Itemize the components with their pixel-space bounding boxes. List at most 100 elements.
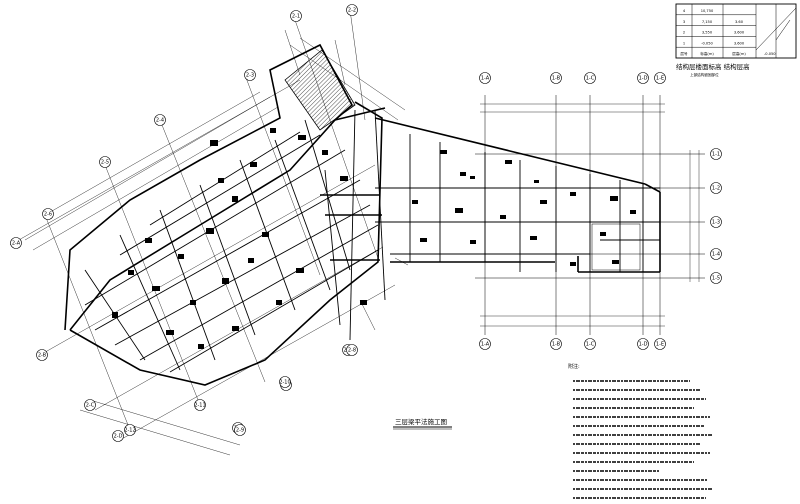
- axis-bubble-circle: [36, 349, 48, 361]
- axis-bubble-circle: [42, 208, 54, 220]
- level-table-cell: 1: [683, 41, 685, 45]
- level-table-cell: 10,750: [701, 9, 714, 13]
- axis-bubble-label: 2-5: [101, 160, 109, 166]
- axis-bubble-circle: [99, 156, 111, 168]
- axis-bubble-circle: [290, 10, 302, 22]
- axis-bubble-circle: [637, 338, 649, 350]
- axis-bubble-1-E: 1-E: [654, 72, 666, 84]
- axis-bubble-1-5: 1-5: [710, 272, 722, 284]
- level-table-cell: -0.050: [701, 41, 713, 45]
- axis-bubble-circle: [194, 399, 206, 411]
- level-table-cell: 标高(m): [700, 51, 714, 56]
- axis-bubble-label: 1-B: [552, 342, 561, 348]
- axis-bubble-2-4: 2-4: [154, 114, 166, 126]
- axis-bubble-2-5: 2-5: [99, 156, 111, 168]
- axis-bubble-circle: [112, 430, 124, 442]
- level-table-cell: 3.60: [735, 20, 744, 24]
- axis-bubble-circle: [124, 424, 136, 436]
- axis-bubble-2-11: 2-11: [194, 399, 206, 411]
- axis-bubble-circle: [710, 182, 722, 194]
- axis-bubble-label: 2-8: [348, 348, 356, 354]
- axis-bubble-1-3: 1-3: [710, 216, 722, 228]
- axis-bubble-label: 2-A: [12, 241, 21, 247]
- axis-bubble-label: 1-5: [712, 276, 720, 282]
- drawing-title-block: 三层梁平法施工图: [393, 417, 452, 430]
- axis-bubble-1-C: 1-C: [584, 338, 596, 350]
- axis-bubble-1-D: 1-D: [637, 338, 649, 350]
- axis-bubble-circle: [279, 376, 291, 388]
- axis-bubble-circle: [154, 114, 166, 126]
- axis-bubble-2-10: 2-10: [279, 376, 291, 388]
- axis-bubble-2-12: 2-12: [124, 424, 136, 436]
- axis-bubble-2-8: 2-8: [346, 344, 358, 356]
- level-table-cell: 层号: [680, 51, 688, 56]
- axis-bubble-1-E: 1-E: [654, 338, 666, 350]
- axis-bubble-label: 2-4: [156, 118, 164, 124]
- axis-bubble-circle: [637, 72, 649, 84]
- axis-bubble-label: 2-D: [114, 434, 123, 440]
- axis-bubble-label: 1-A: [481, 76, 490, 82]
- axis-bubbles: 1-A 1-B 1-C 1-D 1-E 1-1 1-2 1-3 1-4 1-5 1-A 1-B 1-C 1…: [10, 4, 722, 442]
- axis-bubble-2-A: 2-A: [10, 237, 22, 249]
- axis-bubble-label: 1-1: [712, 152, 720, 158]
- axis-bubble-circle: [10, 237, 22, 249]
- axis-bubble-2-1: 2-1: [290, 10, 302, 22]
- axis-bubble-label: 1-A: [481, 342, 490, 348]
- axis-bubble-circle: [710, 216, 722, 228]
- embed-level-label: -0.050: [764, 52, 776, 56]
- axis-bubble-label: 2-12: [124, 428, 135, 434]
- axis-bubble-label: 2-10: [279, 380, 290, 386]
- level-table-cell: 3.600: [734, 41, 745, 45]
- axis-bubble-label: 2-C: [86, 403, 95, 409]
- right-wing-plan: [374, 95, 705, 335]
- axis-bubble-label: 1-2: [712, 186, 720, 192]
- drawing-title: 三层梁平法施工图: [395, 417, 447, 426]
- axis-bubble-label: 1-B: [552, 76, 561, 82]
- axis-bubble-2-B: 2-B: [36, 349, 48, 361]
- axis-bubble-1-C: 1-C: [584, 72, 596, 84]
- axis-bubble-1-2: 1-2: [710, 182, 722, 194]
- table-caption-sub: 上部结构嵌固部位: [690, 72, 719, 77]
- notes-block: 附注:: [568, 363, 712, 499]
- axis-bubble-label: 1-C: [586, 342, 595, 348]
- axis-bubble-circle: [710, 248, 722, 260]
- axis-bubble-label: 2-2: [348, 8, 356, 14]
- axis-bubble-label: 2-B: [38, 353, 47, 359]
- axis-bubble-2-C: 2-C: [84, 399, 96, 411]
- axis-bubble-1-A: 1-A: [479, 72, 491, 84]
- axis-bubble-label: 1-D: [639, 76, 648, 82]
- axis-bubble-1-A: 1-A: [479, 338, 491, 350]
- axis-bubble-circle: [346, 344, 358, 356]
- level-table-cell: 3,550: [702, 31, 713, 35]
- axis-bubble-circle: [479, 72, 491, 84]
- axis-bubble-2-D: 2-D: [112, 430, 124, 442]
- level-table-cell: 2: [683, 31, 685, 35]
- axis-bubble-2-9: 2-9: [234, 424, 246, 436]
- axis-bubble-circle: [550, 72, 562, 84]
- level-table-cell: 3.600: [734, 31, 745, 35]
- axis-bubble-label: 2-6: [44, 212, 52, 218]
- axis-bubble-circle: [550, 338, 562, 350]
- axis-bubble-label: 1-E: [656, 342, 664, 348]
- axis-bubble-circle: [584, 338, 596, 350]
- axis-bubble-label: 2-3: [246, 73, 254, 79]
- level-table-cell: 7,150: [702, 20, 713, 24]
- level-table-cell: 层高(m): [732, 51, 746, 56]
- axis-bubble-circle: [244, 69, 256, 81]
- axis-bubble-label: 1-E: [656, 76, 664, 82]
- axis-bubble-1-D: 1-D: [637, 72, 649, 84]
- axis-bubble-1-4: 1-4: [710, 248, 722, 260]
- axis-bubble-circle: [234, 424, 246, 436]
- axis-bubble-circle: [346, 4, 358, 16]
- axis-bubble-label: 2-11: [194, 403, 205, 409]
- level-table-cell: 4: [683, 9, 686, 13]
- axis-bubble-circle: [84, 399, 96, 411]
- axis-bubble-label: 1-3: [712, 220, 720, 226]
- axis-bubble-1-B: 1-B: [550, 338, 562, 350]
- axis-bubble-circle: [654, 72, 666, 84]
- axis-bubble-label: 1-4: [712, 252, 720, 258]
- table-caption: 结构层楼面标高 结构层高: [676, 62, 750, 71]
- beam-annotations: [112, 128, 636, 349]
- axis-bubble-2-3: 2-3: [244, 69, 256, 81]
